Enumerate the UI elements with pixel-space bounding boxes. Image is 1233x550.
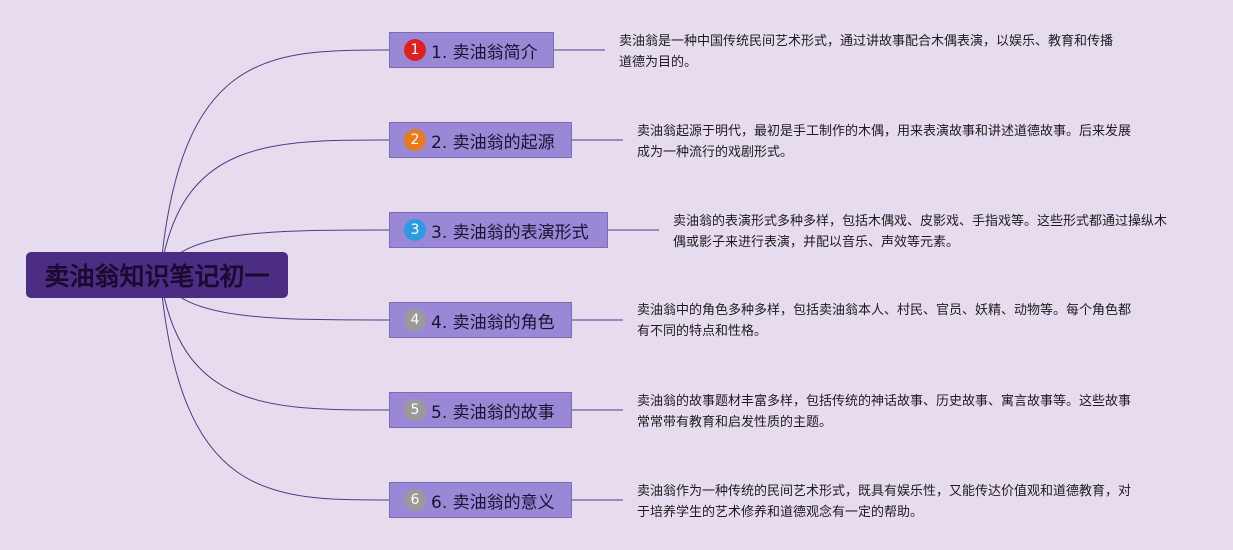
branch-connector — [159, 49, 390, 276]
branch-description: 卖油翁是一种中国传统民间艺术形式，通过讲故事配合木偶表演，以娱乐、教育和传播道德… — [619, 34, 1114, 70]
branch-label: 1. 卖油翁简介 — [431, 42, 538, 63]
branch-label: 6. 卖油翁的意义 — [431, 492, 555, 513]
branch-node-meaning[interactable]: 6 6. 卖油翁的意义 — [389, 482, 572, 518]
number-badge-icon: 2 — [404, 129, 426, 151]
branch-node-intro[interactable]: 1 1. 卖油翁简介 — [389, 32, 554, 68]
branch-description: 卖油翁中的角色多种多样，包括卖油翁本人、村民、官员、妖精、动物等。每个角色都有不… — [637, 303, 1132, 339]
branch-label: 2. 卖油翁的起源 — [431, 132, 555, 153]
branch-label: 5. 卖油翁的故事 — [431, 402, 555, 423]
branch-node-performance[interactable]: 3 3. 卖油翁的表演形式 — [389, 212, 608, 248]
branch-description: 卖油翁起源于明代，最初是手工制作的木偶，用来表演故事和讲述道德故事。后来发展成为… — [637, 124, 1132, 160]
branch-connector — [159, 139, 390, 276]
branch-node-roles[interactable]: 4 4. 卖油翁的角色 — [389, 302, 572, 338]
branch-node-origin[interactable]: 2 2. 卖油翁的起源 — [389, 122, 572, 158]
number-badge-icon: 5 — [404, 399, 426, 421]
number-badge-icon: 6 — [404, 489, 426, 511]
number-badge-icon: 4 — [404, 309, 426, 331]
branch-label: 3. 卖油翁的表演形式 — [431, 222, 589, 243]
number-badge-icon: 1 — [404, 39, 426, 61]
branch-description: 卖油翁的故事题材丰富多样，包括传统的神话故事、历史故事、寓言故事等。这些故事常常… — [637, 394, 1132, 430]
number-badge-icon: 3 — [404, 219, 426, 241]
branch-node-stories[interactable]: 5 5. 卖油翁的故事 — [389, 392, 572, 428]
branch-connector — [159, 274, 390, 411]
branch-description: 卖油翁的表演形式多种多样，包括木偶戏、皮影戏、手指戏等。这些形式都通过操纵木偶或… — [673, 214, 1168, 250]
branch-connector — [159, 274, 390, 501]
branch-description: 卖油翁作为一种传统的民间艺术形式，既具有娱乐性，又能传达价值观和道德教育，对于培… — [637, 484, 1132, 520]
branch-label: 4. 卖油翁的角色 — [431, 312, 555, 333]
root-node[interactable]: 卖油翁知识笔记初一 — [26, 252, 288, 298]
